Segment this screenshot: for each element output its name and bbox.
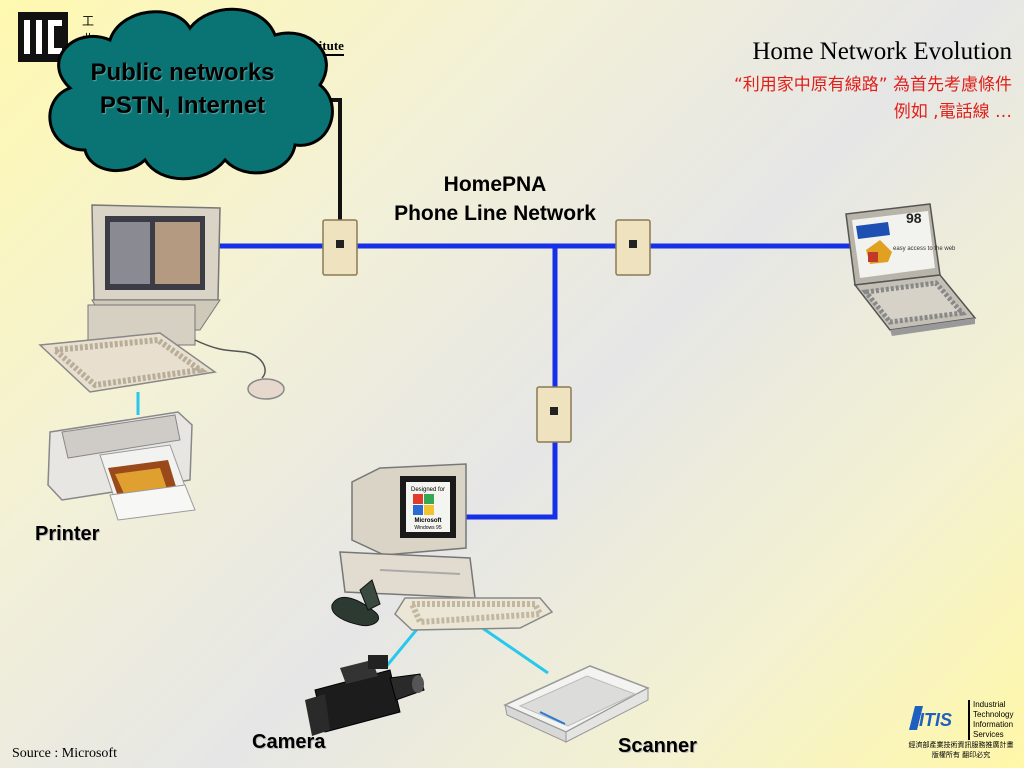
subtitle-line2: 例如 ,電話線 … bbox=[893, 102, 1012, 122]
itis-line3: Information bbox=[973, 720, 1014, 729]
network-label: HomePNA Phone Line Network bbox=[360, 170, 630, 228]
scanner-link bbox=[477, 623, 549, 675]
network-label-line2: Phone Line Network bbox=[394, 202, 596, 225]
itis-line1: Industrial bbox=[973, 700, 1006, 709]
scanner-icon bbox=[503, 665, 650, 743]
cloud-label: Public networks PSTN, Internet bbox=[60, 56, 305, 122]
scanner-label: Scanner bbox=[618, 735, 697, 757]
phone-line-network bbox=[215, 243, 850, 520]
cloud-label-line2: PSTN, Internet bbox=[99, 92, 266, 119]
itis-cn-line2: 版權所有 翻印必究 bbox=[931, 751, 991, 759]
desktop-computer-icon: Designed for Microsoft Windows 95 bbox=[331, 463, 554, 631]
phone-jack-icon bbox=[615, 219, 651, 276]
itis-logo: ITIS bbox=[905, 700, 965, 734]
itis-name: Industrial Technology Information Servic… bbox=[968, 700, 1013, 740]
itis-line4: Services bbox=[973, 730, 1004, 739]
device-links bbox=[136, 392, 549, 675]
laptop-icon: 98 easy access to the web bbox=[845, 203, 977, 336]
laptop-badge: 98 bbox=[906, 210, 922, 226]
itis-logo-text: ITIS bbox=[919, 710, 952, 730]
page-title: Home Network Evolution bbox=[752, 38, 1012, 65]
itis-copyright: 經濟部產業技術資訊服務推廣計畫 版權所有 翻印必究 bbox=[902, 740, 1020, 760]
org-name-cn-line1: 工 bbox=[82, 14, 95, 28]
itis-line2: Technology bbox=[973, 710, 1014, 719]
org-logo-mark-icon bbox=[24, 20, 62, 54]
camera-link bbox=[383, 627, 420, 669]
printer-icon bbox=[47, 411, 196, 521]
cloud-label-line1: Public networks bbox=[90, 59, 275, 86]
printer-label: Printer bbox=[35, 523, 100, 545]
branch-phone-line bbox=[466, 246, 558, 520]
pc-screen-line2: Microsoft bbox=[415, 518, 442, 524]
camera-icon bbox=[305, 655, 425, 736]
desktop-computer-icon bbox=[38, 204, 285, 400]
subtitle-line1: “利用家中原有線路” 為首先考慮條件 bbox=[733, 75, 1012, 95]
camera-label: Camera bbox=[252, 731, 326, 753]
phone-jack-icon bbox=[322, 219, 358, 276]
page-subtitle: “利用家中原有線路” 為首先考慮條件 例如 ,電話線 … bbox=[734, 72, 1012, 126]
public-network-cloud-icon bbox=[48, 7, 334, 181]
pc-screen-line3: Windows 95 bbox=[414, 525, 441, 531]
source-note: Source : Microsoft bbox=[12, 746, 117, 761]
laptop-screen-text: easy access to the web bbox=[893, 246, 956, 252]
itis-logo-mark-icon: ITIS bbox=[909, 706, 952, 730]
network-label-line1: HomePNA bbox=[443, 173, 547, 196]
org-logo bbox=[18, 12, 68, 62]
itis-cn-line1: 經濟部產業技術資訊服務推廣計畫 bbox=[908, 741, 1014, 749]
phone-jack-icon bbox=[536, 386, 572, 443]
pc-screen-line1: Designed for bbox=[411, 487, 445, 493]
